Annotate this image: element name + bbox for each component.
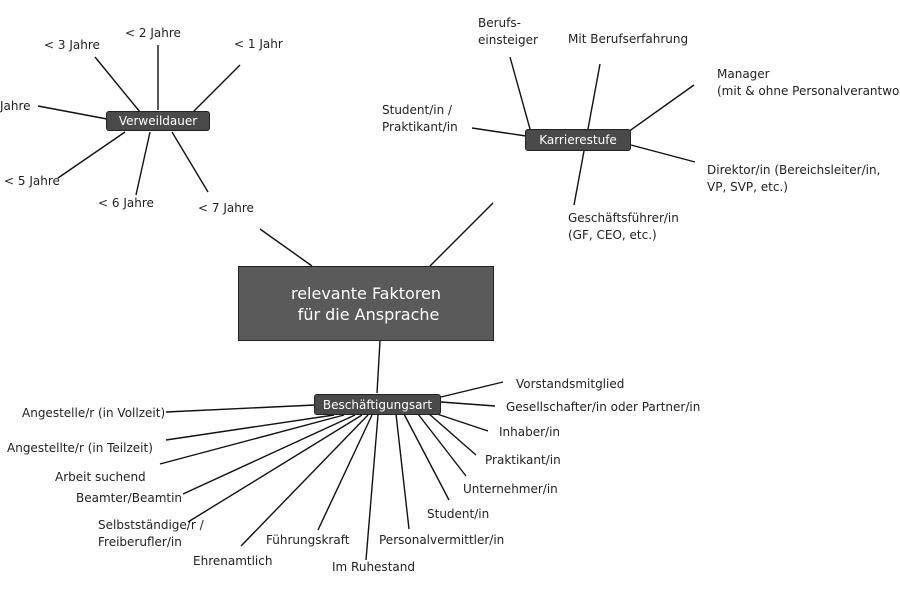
verweildauer-node: Verweildauer: [106, 111, 210, 131]
verweildauer-item: < 1 Jahr: [234, 37, 283, 51]
beschaeftigungsart-item: Unternehmer/in: [463, 482, 558, 496]
karrierestufe-item: Student/in / Praktikant/in: [382, 103, 458, 134]
beschaeftigungsart-item: Vorstandsmitglied: [516, 377, 625, 391]
beschaeftigungsart-item: Im Ruhestand: [332, 560, 415, 574]
beschaeftigungsart-item: Gesellschafter/in oder Partner/in: [506, 400, 701, 414]
karrierestufe-item: Direktor/in (Bereichsleiter/in, VP, SVP,…: [707, 163, 881, 194]
verweildauer-item: < 3 Jahre: [44, 38, 100, 52]
beschaeftigungsart-item: Angestellte/r (in Teilzeit): [7, 441, 153, 455]
beschaeftigungsart-item: Student/in: [427, 507, 490, 521]
verweildauer-item: < 7 Jahre: [198, 201, 254, 215]
karrierestufe-item: Geschäftsführer/in (GF, CEO, etc.): [568, 211, 679, 242]
verweildauer-item: < 6 Jahre: [98, 196, 154, 210]
verweildauer-item: < 2 Jahre: [125, 26, 181, 40]
karrierestufe-node: Karrierestufe: [525, 129, 631, 151]
karrierestufe-item: Berufs- einsteiger: [478, 16, 538, 47]
beschaeftigungsart-item: Führungskraft: [266, 533, 350, 547]
beschaeftigungsart-node: Beschäftigungsart: [314, 394, 441, 415]
beschaeftigungsart-item: Selbstständige/r / Freiberufler/in: [98, 518, 204, 549]
beschaeftigungsart-item: Ehrenamtlich: [193, 554, 273, 568]
karrierestufe-item: Mit Berufserfahrung: [568, 32, 689, 46]
verweildauer-item: < 5 Jahre: [4, 174, 60, 188]
beschaeftigungsart-item: Personalvermittler/in: [379, 533, 505, 547]
beschaeftigungsart-item: Inhaber/in: [499, 425, 561, 439]
beschaeftigungsart-item: Beamter/Beamtin: [76, 491, 183, 505]
beschaeftigungsart-item: Arbeit suchend: [55, 470, 146, 484]
central-topic: relevante Faktoren für die Ansprache: [238, 266, 494, 341]
beschaeftigungsart-item: Angestelle/r (in Vollzeit): [22, 406, 166, 420]
verweildauer-item: Jahre: [0, 99, 31, 113]
beschaeftigungsart-item: Praktikant/in: [485, 453, 561, 467]
karrierestufe-item: Manager (mit & ohne Personalverantwort: [717, 67, 900, 98]
